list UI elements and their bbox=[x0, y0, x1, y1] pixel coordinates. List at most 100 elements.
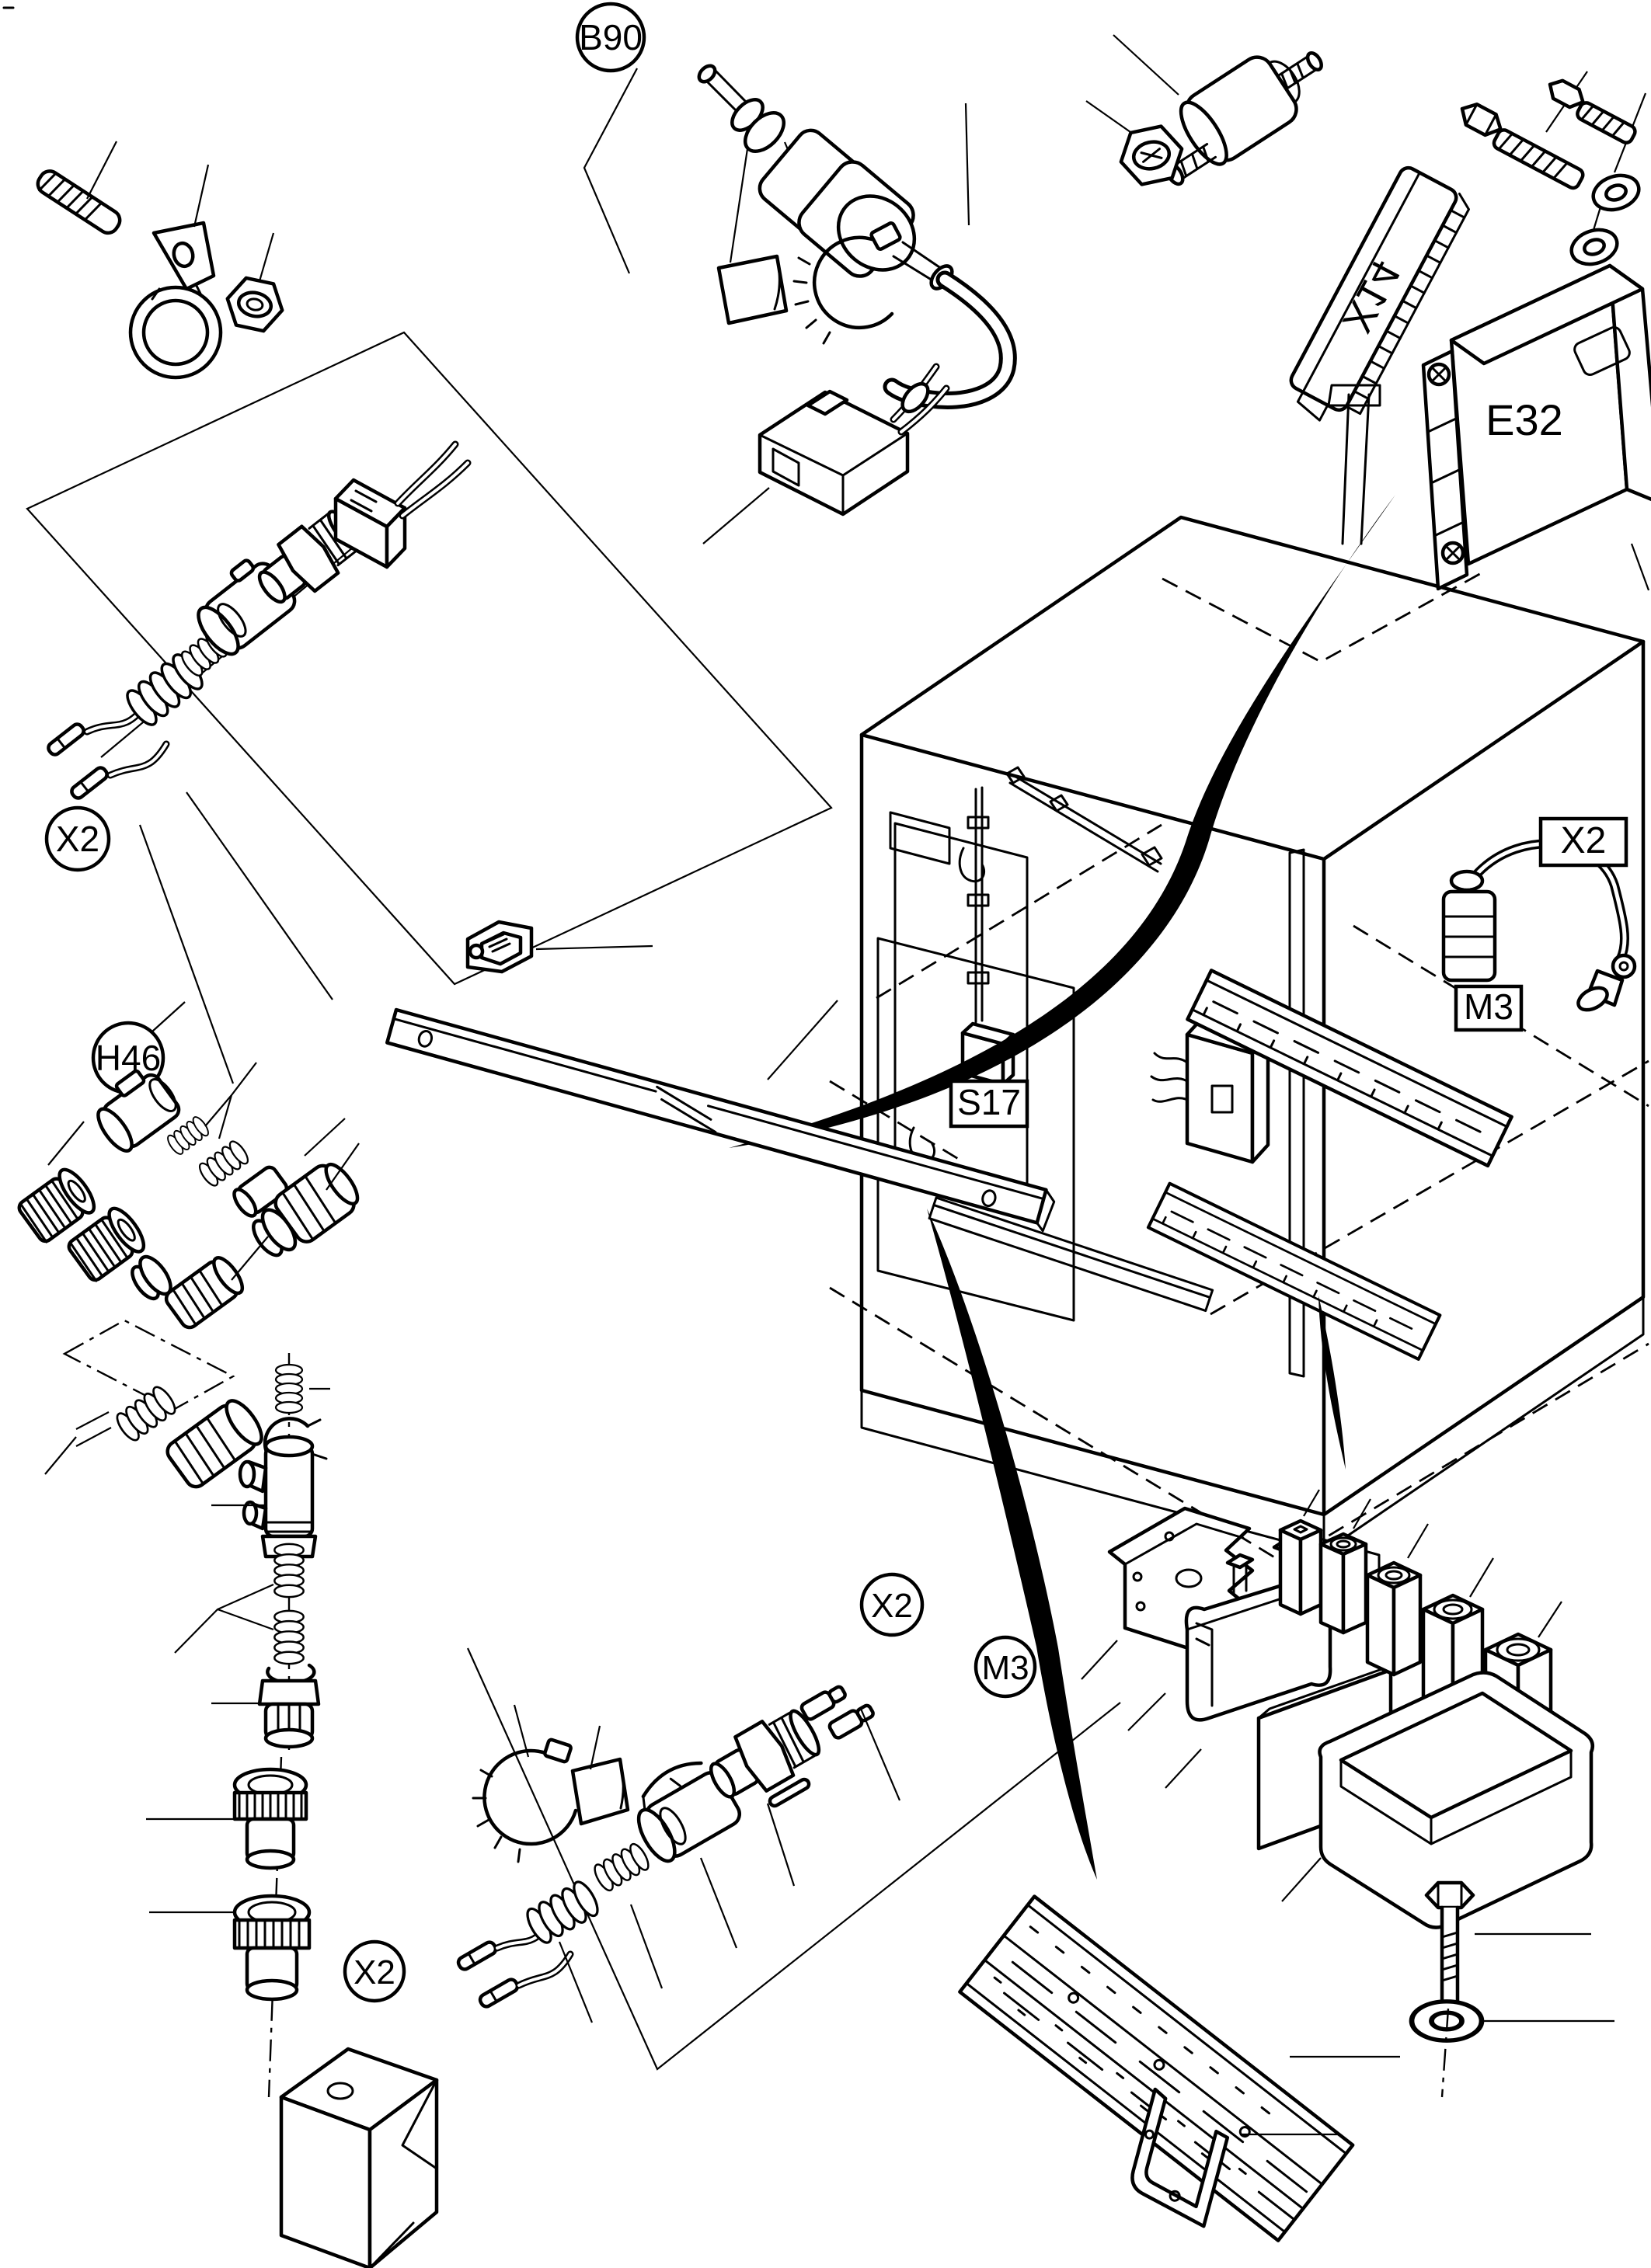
type-label-patch bbox=[570, 1757, 630, 1826]
leader-line bbox=[558, 1941, 594, 2023]
svg-text:M3: M3 bbox=[981, 1649, 1029, 1687]
leader-line bbox=[326, 1143, 360, 1191]
leader-line bbox=[174, 1583, 274, 1654]
connector-chain-x2-lower: X2 M3 bbox=[456, 1572, 1037, 2023]
label-x2-wall: X2 bbox=[1538, 816, 1628, 868]
spring bbox=[590, 1840, 653, 1894]
pipe-clamp bbox=[128, 221, 223, 380]
knurled-cap bbox=[232, 1767, 308, 1870]
knurled-nut bbox=[67, 1206, 146, 1282]
heater-unit bbox=[1150, 1015, 1270, 1164]
j-hook-icon bbox=[958, 847, 986, 883]
leader-line bbox=[186, 791, 333, 1000]
hose-clamp bbox=[792, 221, 902, 345]
ecu-screw bbox=[1460, 102, 1585, 190]
svg-text:M3: M3 bbox=[1464, 986, 1513, 1027]
tee-valve-body bbox=[238, 1435, 318, 1559]
leader-line bbox=[1353, 1498, 1371, 1529]
svg-text:X2: X2 bbox=[1561, 820, 1607, 861]
hose-eyelet-icon bbox=[1611, 953, 1637, 979]
spring bbox=[274, 1363, 304, 1414]
leader-line bbox=[231, 1236, 269, 1281]
hex-bolt bbox=[1424, 1880, 1475, 2006]
carton-box bbox=[279, 2047, 439, 2268]
leader-line bbox=[1407, 1523, 1429, 1559]
leader-line bbox=[702, 487, 770, 544]
spring bbox=[195, 1137, 253, 1190]
svg-text:S17: S17 bbox=[957, 1082, 1021, 1122]
h46-fuel-fitting-chain: H46 bbox=[17, 1001, 439, 2268]
knurled-nut bbox=[17, 1167, 96, 1244]
ribbed-fitting bbox=[165, 1399, 263, 1489]
leader-line bbox=[1630, 543, 1650, 591]
leader-line bbox=[629, 1904, 664, 1989]
leader-line bbox=[1303, 1489, 1320, 1517]
label-m3-wall: M3 bbox=[1454, 984, 1524, 1032]
label-s17: S17 bbox=[949, 1079, 1029, 1129]
connector-housing bbox=[333, 440, 472, 569]
spring bbox=[273, 1543, 305, 1598]
spring bbox=[273, 1609, 305, 1665]
leader-line bbox=[1081, 1640, 1118, 1680]
door-rod-vertical bbox=[967, 786, 990, 1024]
label-e32: E32 bbox=[1486, 395, 1563, 444]
terminal-sleeve bbox=[827, 1703, 875, 1740]
leader-line bbox=[138, 824, 235, 1084]
ecu-screw bbox=[1548, 78, 1637, 144]
ecu-bracket bbox=[1421, 349, 1469, 591]
svg-text:H46: H46 bbox=[96, 1038, 161, 1078]
saddle-clamp bbox=[465, 920, 534, 974]
vibration-damper bbox=[1085, 34, 1323, 186]
svg-text:B90: B90 bbox=[579, 17, 643, 57]
spacer-block bbox=[1278, 1518, 1323, 1616]
leader-line bbox=[766, 1803, 796, 1887]
leader-line bbox=[964, 103, 970, 226]
fitting-small bbox=[232, 1165, 289, 1218]
leader-line bbox=[589, 1725, 601, 1770]
mount-hardware-cluster bbox=[958, 1489, 1614, 2242]
sill-rail bbox=[928, 1196, 1214, 1313]
pin bbox=[768, 1777, 811, 1808]
mounting-stud bbox=[36, 169, 122, 235]
label-b90: B90 bbox=[575, 2, 646, 73]
label-x2-carton: X2 bbox=[343, 1939, 406, 2003]
svg-text:X2: X2 bbox=[56, 819, 99, 859]
ribbed-fitting bbox=[164, 1256, 245, 1330]
leader-line bbox=[1113, 34, 1179, 96]
leader-line bbox=[729, 143, 750, 263]
label-m3-lower: M3 bbox=[974, 1635, 1037, 1699]
leader-line bbox=[86, 141, 117, 200]
leader-line bbox=[513, 1704, 530, 1758]
connector-chain-x2-upper: X2 bbox=[44, 440, 472, 1084]
glow-plug-sensor bbox=[697, 64, 954, 290]
interior-rail bbox=[1148, 1184, 1440, 1359]
svg-text:X2: X2 bbox=[871, 1587, 913, 1625]
leader-line bbox=[859, 1708, 901, 1801]
leader-line bbox=[1538, 1601, 1562, 1638]
gland-fitting bbox=[257, 1663, 321, 1749]
door-rod-diagonal bbox=[1005, 766, 1163, 873]
svg-text:X2: X2 bbox=[354, 1953, 395, 1991]
type-label-patch bbox=[716, 254, 789, 325]
gland-nut bbox=[257, 510, 362, 604]
leader-line bbox=[258, 232, 275, 282]
control-unit-e32: E32 bbox=[1421, 71, 1651, 591]
damper-nut bbox=[1119, 124, 1184, 186]
storage-tub bbox=[1318, 1671, 1594, 1929]
x14-cable bbox=[1341, 393, 1371, 545]
label-x2-upper: X2 bbox=[44, 805, 111, 872]
leader-line bbox=[152, 1001, 186, 1032]
gland-fitting-large bbox=[252, 1162, 360, 1257]
leader-line bbox=[535, 944, 653, 951]
dosing-pump-m3 bbox=[1441, 839, 1637, 1012]
leader-line bbox=[1469, 1557, 1494, 1598]
ecu-washer bbox=[1589, 170, 1643, 215]
leader-line bbox=[193, 164, 210, 228]
swoosh-arrow bbox=[1318, 1296, 1346, 1470]
swoosh-arrow bbox=[729, 495, 1395, 1148]
c-channel-rail bbox=[385, 1007, 1056, 1233]
leader-line bbox=[767, 1000, 838, 1080]
ecu-washer bbox=[1567, 224, 1621, 270]
leader-line bbox=[304, 1118, 346, 1157]
